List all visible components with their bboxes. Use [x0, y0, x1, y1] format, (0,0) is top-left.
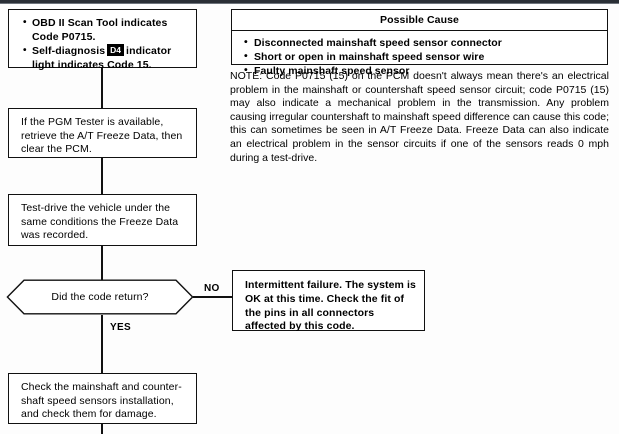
note-paragraph: NOTE: Code P0715 (15) on the PCM doesn't…: [230, 70, 609, 164]
branch-label-yes: YES: [110, 322, 131, 333]
symptom-bullet-1: OBD II Scan Tool indicates Code P0715.: [23, 16, 188, 44]
connector-yes-branch: [101, 315, 103, 373]
step-check-sensors-box: Check the mainshaft and counter-shaft sp…: [8, 373, 197, 424]
possible-cause-body: Disconnected mainshaft speed sensor conn…: [232, 31, 607, 84]
step-test-drive-text: Test-drive the vehicle under the same co…: [21, 202, 179, 241]
connector-symptom-to-pgm: [101, 68, 103, 108]
decision-question-label: Did the code return?: [51, 291, 149, 303]
d4-indicator-icon: D4: [107, 44, 125, 56]
connector-continues-below: [101, 424, 103, 434]
connector-testdrive-to-decision: [101, 246, 103, 286]
step-pgm-tester-box: If the PGM Tester is available, retrieve…: [8, 108, 197, 158]
decision-did-code-return: Did the code return?: [6, 279, 194, 315]
connector-no-branch: [193, 296, 232, 298]
possible-cause-item-3: Faulty mainshaft speed sensor: [232, 63, 607, 78]
possible-cause-item-2: Short or open in mainshaft speed sensor …: [232, 49, 607, 64]
decision-shape-icon: [6, 279, 194, 315]
page-top-edge-artifact-secondary: [0, 3, 619, 4]
branch-label-no: NO: [204, 283, 220, 294]
step-check-sensors-text: Check the mainshaft and counter-shaft sp…: [21, 381, 182, 420]
step-test-drive-box: Test-drive the vehicle under the same co…: [8, 194, 197, 246]
connector-pgm-to-testdrive: [101, 158, 103, 194]
possible-cause-header: Possible Cause: [232, 10, 607, 31]
possible-cause-table: Possible Cause Disconnected mainshaft sp…: [231, 9, 608, 77]
step-pgm-tester-text: If the PGM Tester is available, retrieve…: [21, 116, 183, 155]
possible-cause-list: Disconnected mainshaft speed sensor conn…: [232, 35, 607, 78]
intermittent-failure-text: Intermittent failure. The system is OK a…: [245, 279, 416, 333]
symptom-bullet-list: OBD II Scan Tool indicates Code P0715. S…: [23, 16, 188, 72]
page-top-edge-artifact: [0, 0, 619, 3]
symptom-box: OBD II Scan Tool indicates Code P0715. S…: [8, 9, 197, 71]
possible-cause-item-1: Disconnected mainshaft speed sensor conn…: [232, 35, 607, 50]
intermittent-failure-box: Intermittent failure. The system is OK a…: [232, 270, 425, 332]
